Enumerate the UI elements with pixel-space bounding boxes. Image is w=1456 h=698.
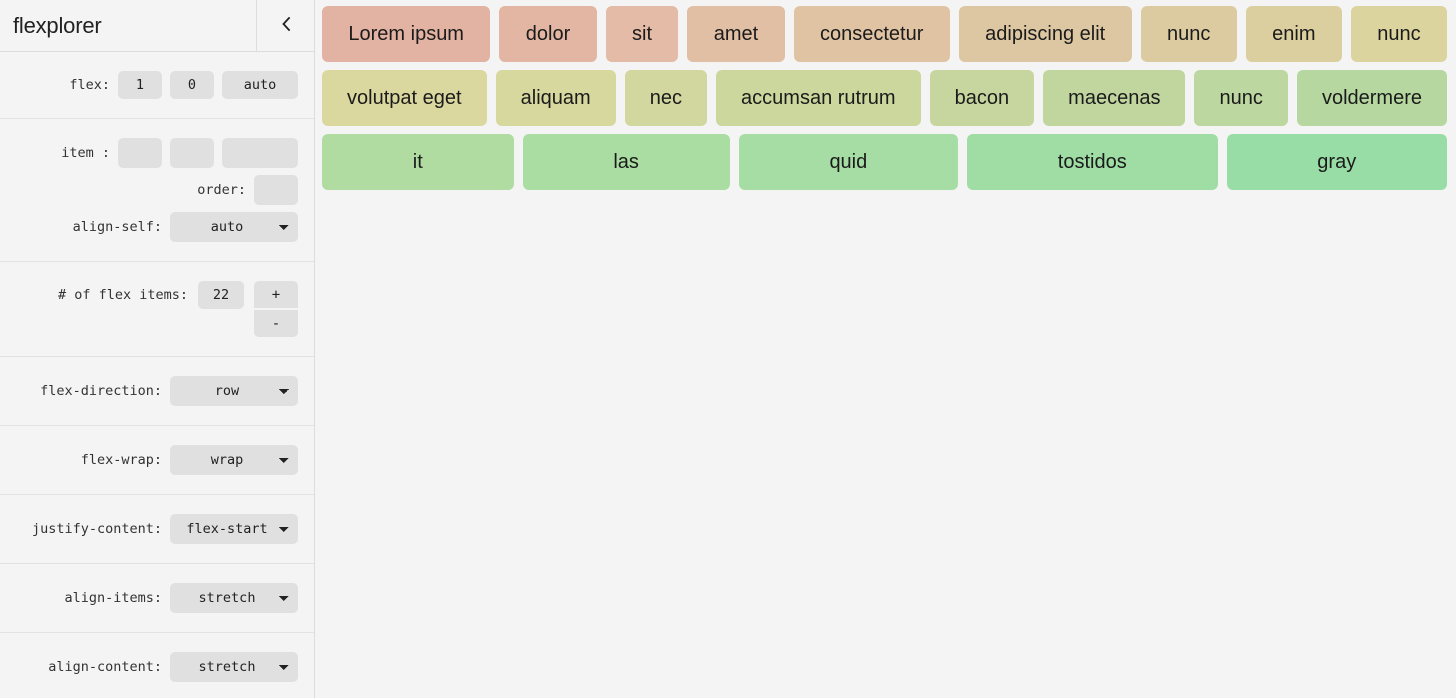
sidebar-collapse-button[interactable] bbox=[256, 0, 314, 51]
flex-item[interactable]: nunc bbox=[1350, 6, 1448, 62]
flex-item[interactable]: maecenas bbox=[1043, 70, 1186, 126]
flex-item[interactable]: it bbox=[322, 134, 514, 190]
align-items-row: align-items: stretch bbox=[0, 583, 298, 613]
section-justify-content: justify-content: flex-start bbox=[0, 495, 314, 564]
flex-item[interactable]: las bbox=[522, 134, 730, 190]
section-flex-direction: flex-direction: row bbox=[0, 357, 314, 426]
align-items-select[interactable]: stretch bbox=[170, 583, 298, 613]
flex-item-label: Lorem ipsum bbox=[348, 22, 464, 45]
flex-wrap-row: flex-wrap: wrap bbox=[0, 445, 298, 475]
order-row: order: bbox=[0, 175, 298, 205]
chevron-left-icon bbox=[281, 16, 291, 35]
flex-item-label: amet bbox=[713, 22, 759, 45]
section-align-content: align-content: stretch bbox=[0, 633, 314, 698]
flex-item[interactable]: sit bbox=[605, 6, 679, 62]
flex-item-label: accumsan rutrum bbox=[741, 86, 896, 109]
flex-item-label: adipiscing elit bbox=[985, 22, 1106, 45]
sidebar: flexplorer flex: item : bbox=[0, 0, 315, 698]
flex-item[interactable]: accumsan rutrum bbox=[716, 70, 921, 126]
flex-canvas: Lorem ipsum dolor sit amet consectetur adipis… bbox=[315, 0, 1456, 698]
flex-item[interactable]: nunc bbox=[1194, 70, 1288, 126]
item-count-decrement-button[interactable]: - bbox=[254, 310, 298, 337]
order-label: order: bbox=[197, 182, 246, 198]
align-content-select[interactable]: stretch bbox=[170, 652, 298, 682]
section-flex-wrap: flex-wrap: wrap bbox=[0, 426, 314, 495]
flex-item[interactable]: consectetur bbox=[793, 6, 950, 62]
align-self-select[interactable]: auto bbox=[170, 212, 298, 242]
flex-direction-label: flex-direction: bbox=[40, 383, 162, 399]
align-self-row: align-self: auto bbox=[0, 212, 298, 242]
section-align-items: align-items: stretch bbox=[0, 564, 314, 633]
section-item-count: # of flex items: + - bbox=[0, 262, 314, 357]
justify-content-label: justify-content: bbox=[31, 521, 162, 537]
flex-grow-input[interactable] bbox=[118, 71, 162, 99]
item-row: item : bbox=[0, 138, 298, 168]
flex-shrink-input[interactable] bbox=[170, 71, 214, 99]
item-label: item : bbox=[61, 145, 110, 161]
flex-item[interactable]: amet bbox=[687, 6, 785, 62]
flex-item-label: consectetur bbox=[820, 22, 924, 45]
flex-item-label: dolor bbox=[525, 22, 571, 45]
flex-item[interactable]: quid bbox=[738, 134, 959, 190]
flex-item-label: volutpat eget bbox=[347, 86, 462, 109]
align-content-row: align-content: stretch bbox=[0, 652, 298, 682]
align-content-label: align-content: bbox=[48, 659, 162, 675]
flex-item-label: voldermere bbox=[1321, 86, 1422, 109]
flex-direction-row: flex-direction: row bbox=[0, 376, 298, 406]
item-count-stepper: + - bbox=[254, 281, 298, 337]
item-count-increment-button[interactable]: + bbox=[254, 281, 298, 308]
section-flex-shorthand: flex: bbox=[0, 52, 314, 119]
flex-shorthand-row: flex: bbox=[0, 71, 298, 99]
item-count-label: # of flex items: bbox=[57, 287, 188, 303]
flex-item[interactable]: gray bbox=[1226, 134, 1447, 190]
item-count-row: # of flex items: + - bbox=[0, 281, 298, 337]
flex-item-label: gray bbox=[1317, 150, 1357, 173]
flex-item[interactable]: Lorem ipsum bbox=[322, 6, 491, 62]
flex-item[interactable]: volutpat eget bbox=[322, 70, 487, 126]
flex-item-label: nunc bbox=[1219, 86, 1263, 109]
app-title: flexplorer bbox=[13, 12, 102, 38]
align-self-label: align-self: bbox=[72, 219, 162, 235]
flex-item[interactable]: enim bbox=[1245, 6, 1342, 62]
flex-label: flex: bbox=[69, 77, 110, 93]
flex-item-label: bacon bbox=[954, 86, 1010, 109]
flex-item-label: quid bbox=[829, 150, 868, 173]
flex-item-label: enim bbox=[1272, 22, 1316, 45]
align-items-label: align-items: bbox=[64, 590, 162, 606]
item-count-input[interactable] bbox=[198, 281, 244, 309]
flex-item-label: nec bbox=[649, 86, 682, 109]
flex-item-label: nunc bbox=[1167, 22, 1211, 45]
flex-item-label: maecenas bbox=[1068, 86, 1161, 109]
flex-item[interactable]: nec bbox=[624, 70, 708, 126]
item-basis-input[interactable] bbox=[222, 138, 298, 168]
flex-item-label: sit bbox=[632, 22, 652, 45]
flex-container: Lorem ipsum dolor sit amet consectetur adipis… bbox=[322, 6, 1456, 198]
flex-item[interactable]: voldermere bbox=[1296, 70, 1448, 126]
flex-wrap-label: flex-wrap: bbox=[80, 452, 162, 468]
flex-item-label: aliquam bbox=[520, 86, 591, 109]
flex-item[interactable]: adipiscing elit bbox=[958, 6, 1132, 62]
flex-item-label: it bbox=[412, 150, 423, 173]
flex-item[interactable]: bacon bbox=[929, 70, 1035, 126]
flex-item[interactable]: tostidos bbox=[967, 134, 1218, 190]
order-input[interactable] bbox=[254, 175, 298, 205]
section-item-properties: item : order: align-self: auto bbox=[0, 119, 314, 262]
flex-item-label: las bbox=[613, 150, 639, 173]
flex-item-label: nunc bbox=[1377, 22, 1421, 45]
flex-item-label: tostidos bbox=[1057, 150, 1127, 173]
flex-item[interactable]: dolor bbox=[499, 6, 597, 62]
justify-content-select[interactable]: flex-start bbox=[170, 514, 298, 544]
justify-content-row: justify-content: flex-start bbox=[0, 514, 298, 544]
sidebar-header: flexplorer bbox=[0, 0, 314, 52]
flex-direction-select[interactable]: row bbox=[170, 376, 298, 406]
flex-basis-input[interactable] bbox=[222, 71, 298, 99]
item-grow-input[interactable] bbox=[118, 138, 162, 168]
flex-item[interactable]: aliquam bbox=[495, 70, 616, 126]
flex-wrap-select[interactable]: wrap bbox=[170, 445, 298, 475]
flex-item[interactable]: nunc bbox=[1140, 6, 1237, 62]
item-shrink-input[interactable] bbox=[170, 138, 214, 168]
